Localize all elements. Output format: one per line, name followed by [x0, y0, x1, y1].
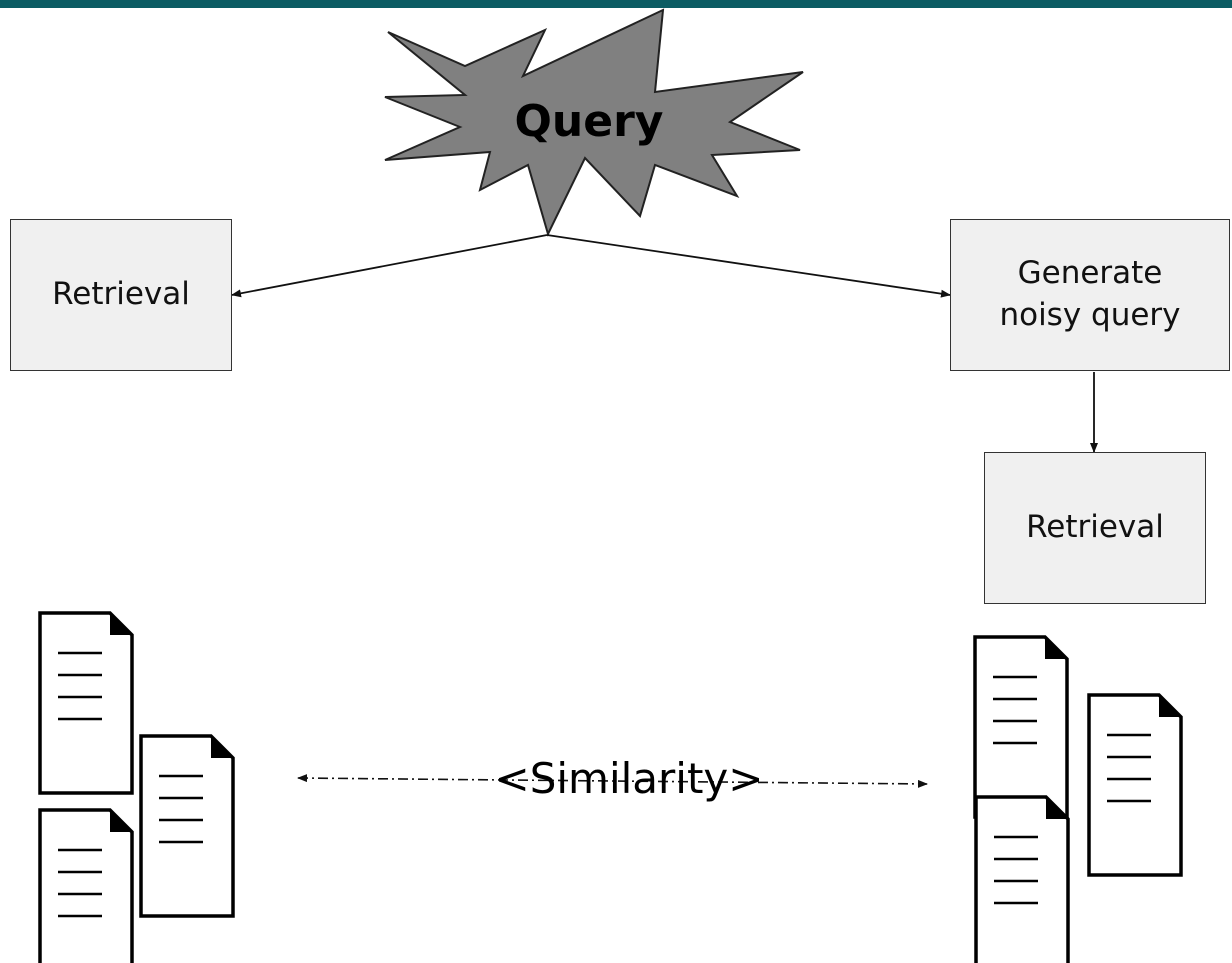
document-icon — [38, 611, 134, 795]
generate-noisy-query-box: Generate noisy query — [950, 219, 1230, 371]
query-label: Query — [515, 96, 664, 147]
header-bar — [0, 0, 1232, 8]
generate-label-line1: Generate — [1017, 255, 1163, 292]
document-icon — [974, 795, 1070, 963]
document-icon — [139, 734, 235, 918]
retrieval-box-right: Retrieval — [984, 452, 1206, 604]
similarity-arrow — [297, 774, 928, 788]
retrieval-right-label: Retrieval — [1026, 509, 1164, 546]
similarity-label: <Similarity> — [495, 754, 764, 803]
document-icon — [1087, 693, 1183, 877]
generate-label-line2: noisy query — [999, 297, 1181, 333]
retrieval-left-label: Retrieval — [52, 276, 190, 313]
document-icon — [973, 635, 1069, 819]
arrow-query-to-generate — [546, 234, 951, 298]
document-icon — [38, 808, 134, 963]
retrieval-box-left: Retrieval — [10, 219, 232, 371]
arrow-query-to-retrieval — [231, 234, 548, 298]
query-burst: Query — [384, 8, 804, 237]
